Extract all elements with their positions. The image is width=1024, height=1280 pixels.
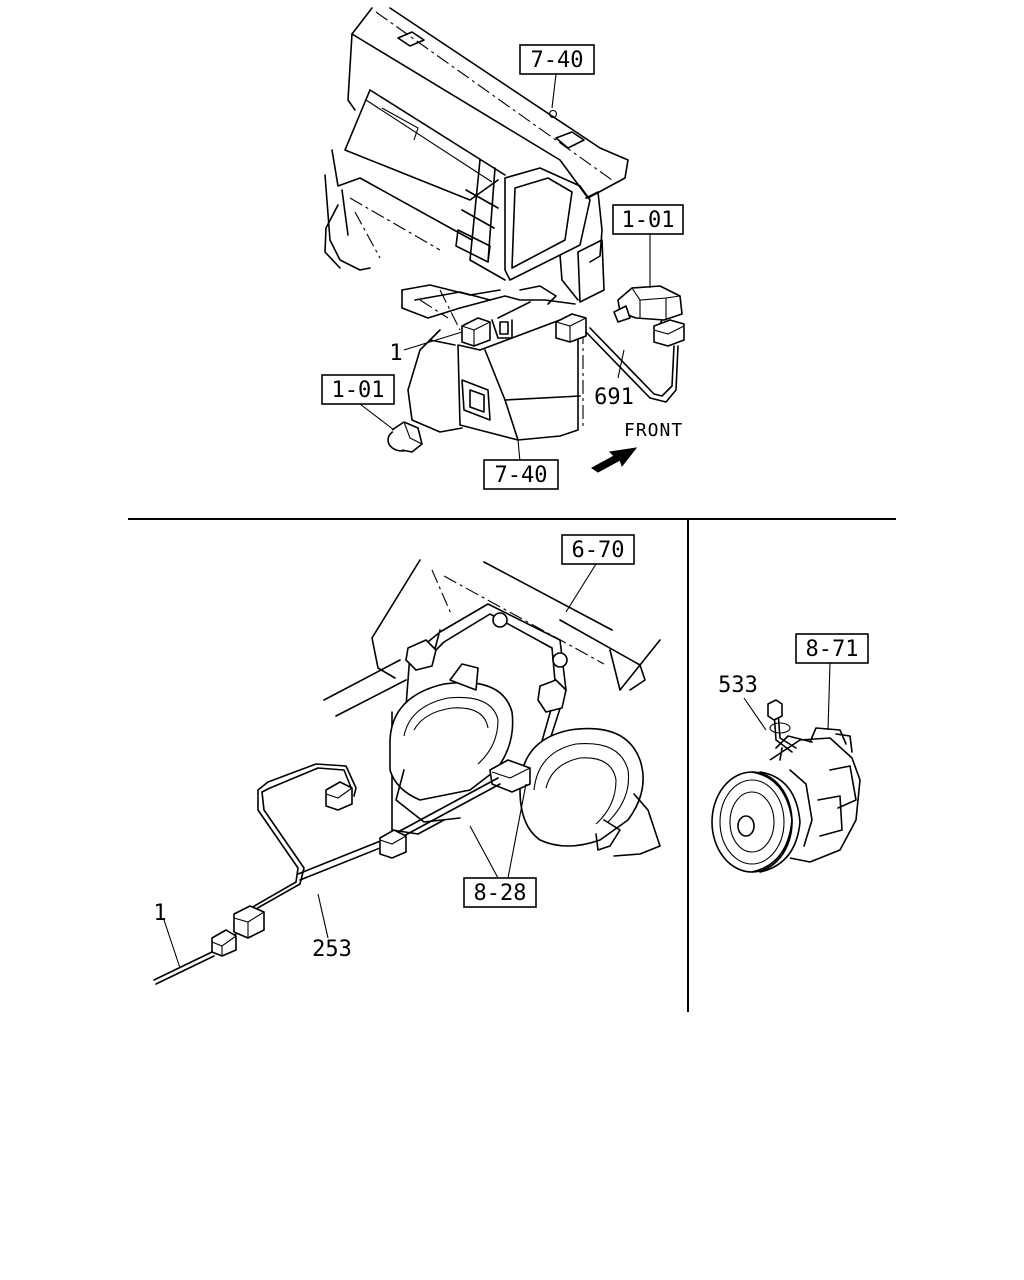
leader-harness-253 <box>317 893 329 939</box>
wire-691 <box>585 327 679 403</box>
ref-label-dash-lower: 7-40 <box>495 463 548 488</box>
front-arrow-icon <box>591 447 638 473</box>
wire-533 <box>767 699 797 753</box>
leader-wire-691 <box>617 349 625 379</box>
ref-label-horn: 8-28 <box>474 881 527 906</box>
ref-box-dash-upper: 7-40 <box>519 44 595 75</box>
ref-box-dash-lower: 7-40 <box>483 459 559 490</box>
harness-253 <box>233 763 501 939</box>
ref-box-compressor: 8-71 <box>795 633 869 664</box>
ref-box-frame: 6-70 <box>561 534 635 565</box>
callout-wire-691: 691 <box>594 385 634 410</box>
leader-harness-1 <box>403 331 463 351</box>
ref-box-switch-upper: 1-01 <box>612 204 684 235</box>
ref-box-switch-lower: 1-01 <box>321 374 395 405</box>
instrument-panel-drawing <box>324 7 629 441</box>
leader-dash-upper <box>551 73 557 109</box>
horn-left <box>389 663 514 823</box>
brake-switch-upper <box>613 285 685 347</box>
ref-label-switch-lower: 1-01 <box>332 378 385 403</box>
ref-label-dash-upper: 7-40 <box>531 48 584 73</box>
callout-harness-1-bottom: 1 <box>153 901 166 926</box>
leader-horn <box>469 783 527 879</box>
switch-round <box>387 421 423 453</box>
switch-connector-1 <box>461 317 491 347</box>
ref-label-switch-upper: 1-01 <box>622 208 675 233</box>
callout-wire-533: 533 <box>718 673 758 698</box>
harness-1-bottom <box>153 929 237 985</box>
front-label: FRONT <box>624 420 683 441</box>
callout-harness-1-top: 1 <box>389 341 402 366</box>
leader-wire-533 <box>743 697 767 731</box>
leader-switch-lower <box>359 403 395 431</box>
leader-dash-lower <box>517 439 521 463</box>
bottom-right-panel: 8-71 533 <box>711 633 869 873</box>
leader-harness-1-bottom <box>163 919 181 969</box>
horn-bracket <box>405 603 568 753</box>
callout-harness-253: 253 <box>312 937 352 962</box>
top-panel: 7-40 1-01 1-01 7-40 1 691 FRONT <box>321 7 685 490</box>
ref-label-compressor: 8-71 <box>806 637 859 662</box>
switch-connector-2 <box>555 313 587 343</box>
leader-compressor <box>827 662 831 731</box>
compressor-drawing <box>711 727 861 873</box>
bottom-left-panel: 6-70 8-28 253 1 <box>153 534 661 985</box>
ref-label-frame: 6-70 <box>572 538 625 563</box>
leader-frame <box>565 563 597 613</box>
ref-box-horn: 8-28 <box>463 877 537 908</box>
